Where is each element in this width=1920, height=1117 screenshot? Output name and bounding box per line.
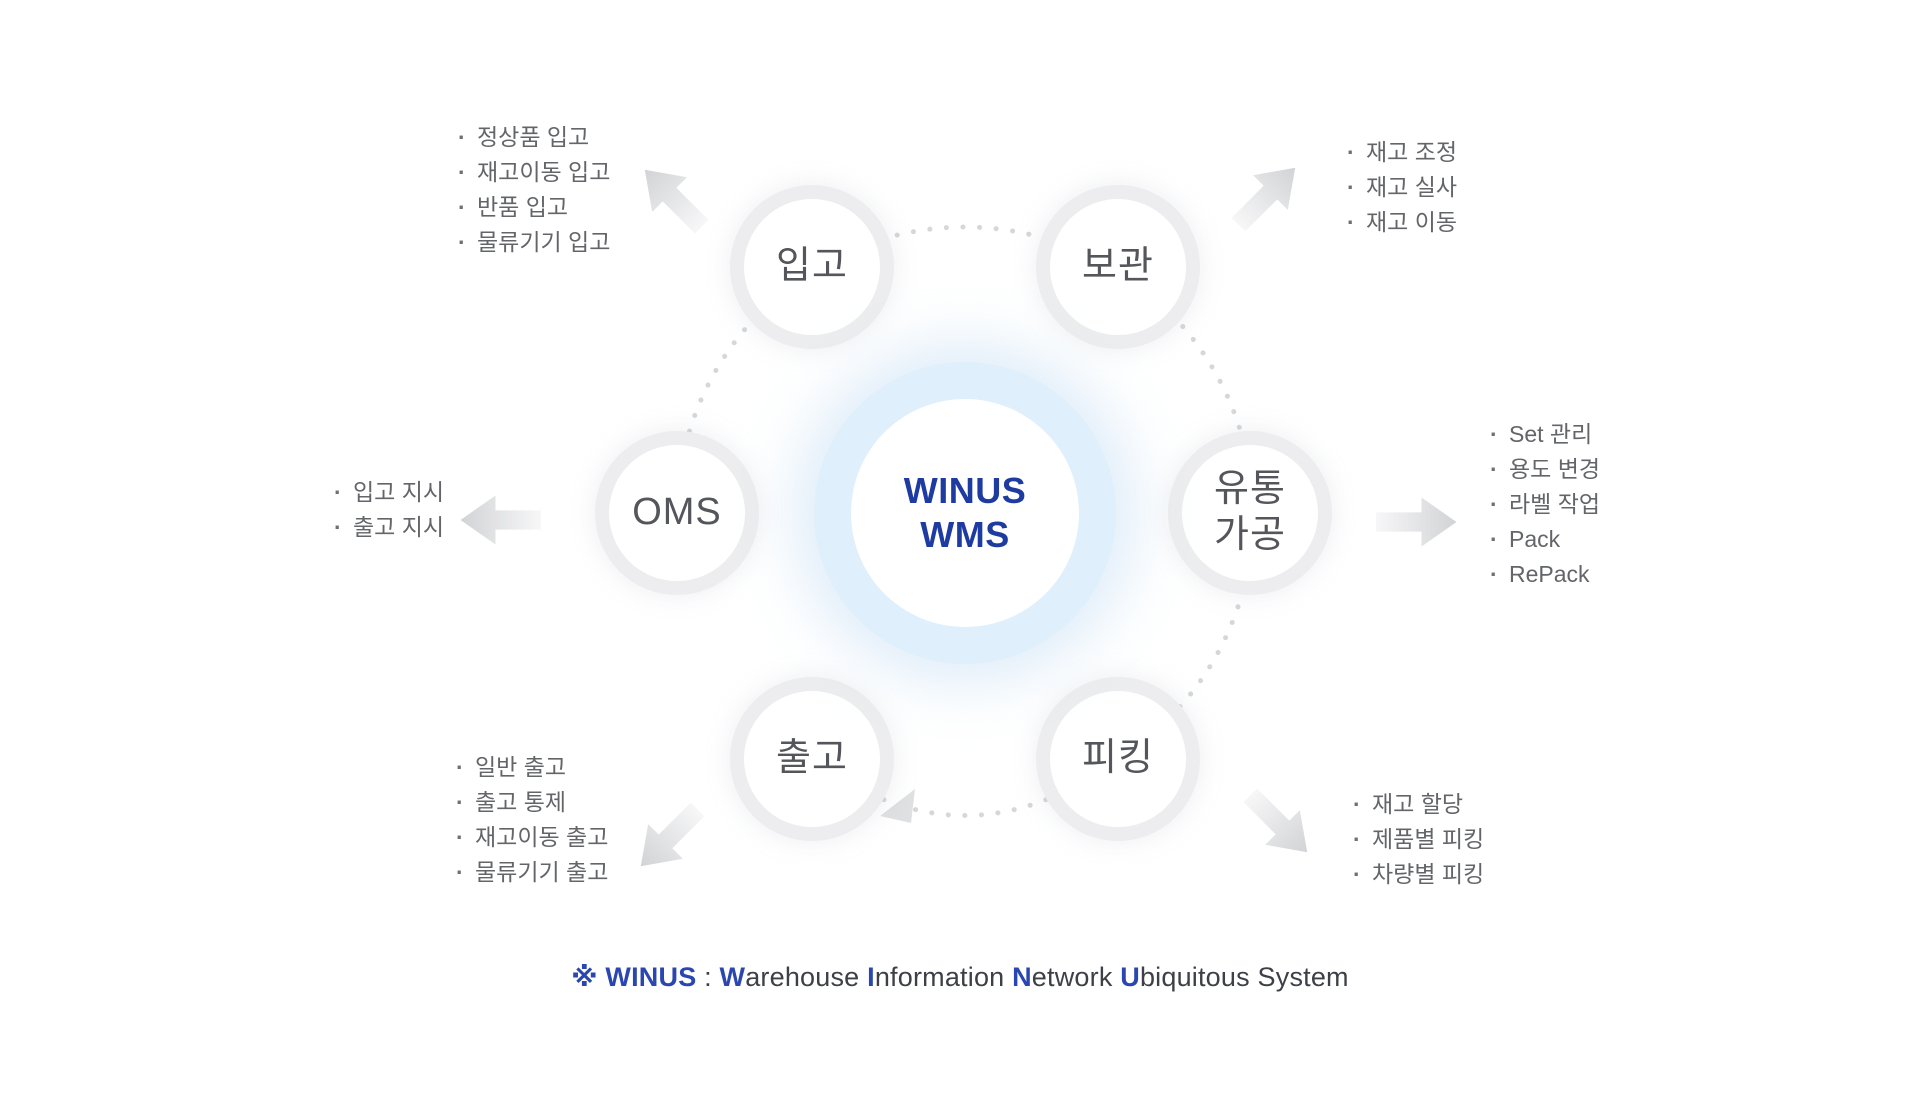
list-item: 라벨 작업: [1488, 487, 1600, 522]
list-picking: 재고 할당 제품별 피킹 차량별 피킹: [1351, 787, 1484, 892]
list-item: Pack: [1488, 522, 1600, 557]
center-circle: WINUS WMS: [814, 362, 1116, 664]
list-item: 제품별 피킹: [1351, 822, 1484, 857]
arrow-distribution-icon: [1376, 497, 1457, 547]
node-inbound: 입고: [730, 185, 894, 349]
arrow-inbound-icon: [644, 169, 709, 234]
list-item: 정상품 입고: [456, 120, 610, 155]
arrow-storage-icon: [1231, 167, 1296, 232]
caption: ※ WINUS : Warehouse Information Network …: [0, 962, 1920, 993]
caption-word-head: I: [867, 962, 875, 992]
caption-word-tail: System: [1257, 962, 1349, 992]
node-picking-label: 피킹: [1082, 737, 1154, 780]
list-item: 차량별 피킹: [1351, 857, 1484, 892]
center-title-line1: WINUS: [903, 470, 1027, 511]
arrow-picking-icon: [1243, 788, 1308, 853]
caption-word-tail: biquitous: [1139, 962, 1250, 992]
caption-acronym: WINUS: [605, 962, 697, 992]
caption-word-head: W: [719, 962, 746, 992]
list-item: 일반 출고: [454, 750, 608, 785]
list-item: 물류기기 입고: [456, 225, 610, 260]
list-item: Set 관리: [1488, 417, 1600, 452]
list-outbound: 일반 출고 출고 통제 재고이동 출고 물류기기 출고: [454, 750, 608, 890]
caption-word-tail: etwork: [1031, 962, 1113, 992]
list-item: 재고 할당: [1351, 787, 1484, 822]
list-storage: 재고 조정 재고 실사 재고 이동: [1345, 135, 1457, 240]
flow-arrowhead-icon: [880, 789, 915, 823]
node-distribution-label: 유통 가공: [1214, 468, 1286, 556]
list-item: 재고 이동: [1345, 205, 1457, 240]
list-item: RePack: [1488, 557, 1600, 592]
list-item: 출고 통제: [454, 785, 608, 820]
list-item: 재고 조정: [1345, 135, 1457, 170]
node-oms: OMS: [595, 431, 759, 595]
list-item: 재고이동 출고: [454, 820, 608, 855]
list-item: 물류기기 출고: [454, 855, 608, 890]
caption-word-tail: nformation: [874, 962, 1005, 992]
node-picking: 피킹: [1036, 677, 1200, 841]
list-item: 입고 지시: [332, 475, 444, 510]
list-item: 재고 실사: [1345, 170, 1457, 205]
list-item: 용도 변경: [1488, 452, 1600, 487]
node-storage-label: 보관: [1082, 245, 1154, 288]
arrow-oms-icon: [460, 495, 541, 545]
caption-separator: :: [696, 962, 720, 992]
center-title-line2: WMS: [920, 514, 1010, 555]
node-outbound-label: 출고: [776, 737, 848, 780]
node-storage: 보관: [1036, 185, 1200, 349]
caption-mark: ※: [571, 962, 598, 992]
node-oms-label: OMS: [632, 491, 722, 534]
list-item: 반품 입고: [456, 190, 610, 225]
list-oms: 입고 지시 출고 지시: [332, 475, 444, 545]
center-circle-inner: WINUS WMS: [851, 399, 1079, 627]
list-distribution: Set 관리 용도 변경 라벨 작업 Pack RePack: [1488, 417, 1600, 592]
list-inbound: 정상품 입고 재고이동 입고 반품 입고 물류기기 입고: [456, 120, 610, 260]
list-item: 재고이동 입고: [456, 155, 610, 190]
list-item: 출고 지시: [332, 510, 444, 545]
caption-word-tail: arehouse: [745, 962, 860, 992]
node-outbound: 출고: [730, 677, 894, 841]
node-distribution: 유통 가공: [1168, 431, 1332, 595]
caption-word-head: U: [1120, 962, 1140, 992]
caption-word-head: N: [1012, 962, 1032, 992]
node-inbound-label: 입고: [776, 245, 848, 288]
arrow-outbound-icon: [640, 802, 705, 867]
center-title: WINUS WMS: [904, 469, 1027, 557]
